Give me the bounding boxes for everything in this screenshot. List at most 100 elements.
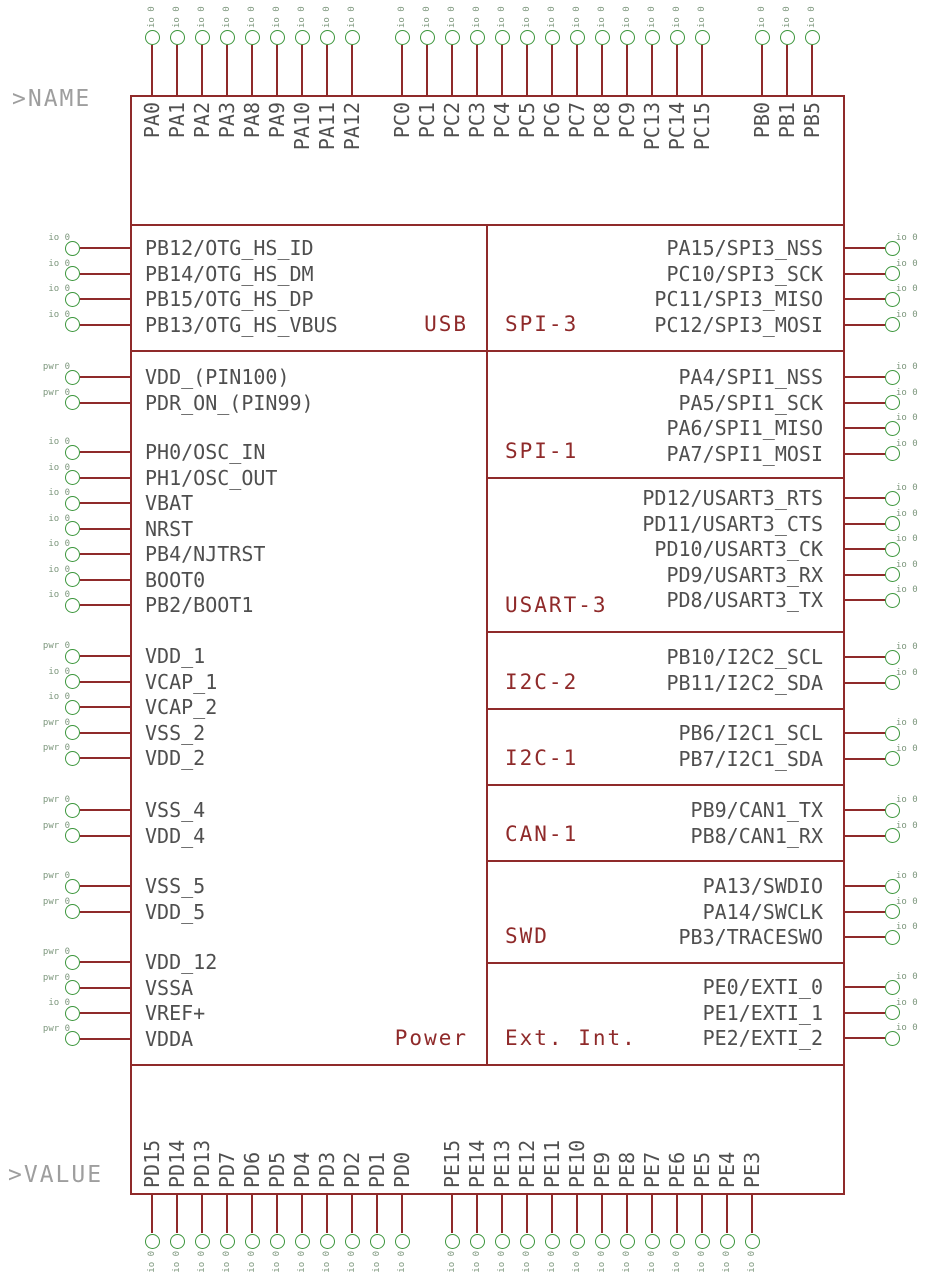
pin-name-pb15-otg-hs-dp: PB15/OTG_HS_DP — [145, 287, 314, 311]
pin-endpoint-circle — [64, 444, 80, 460]
pin-meta-label: io 0 — [896, 718, 918, 728]
pin-name-pb6-i2c1-scl: PB6/I2C1_SCL — [678, 721, 824, 745]
pin-meta-label: io 0 — [781, 6, 792, 28]
pin-endpoint-circle — [694, 29, 710, 45]
pin-meta-label: io 0 — [896, 387, 918, 398]
pin-meta-label: io 0 — [546, 6, 557, 28]
pin-name-pc8: PC8 — [590, 102, 614, 139]
pin-wire — [80, 706, 130, 708]
pin-meta-label: io 0 — [896, 795, 918, 805]
pin-meta-label: io 0 — [296, 6, 307, 28]
pin-wire — [845, 757, 885, 760]
pin-endpoint-circle — [885, 395, 900, 410]
pin-name-pd2: PD2 — [340, 1151, 364, 1188]
pin-name-pb8-can1-rx: PB8/CAN1_RX — [690, 823, 823, 848]
pin-wire — [845, 272, 885, 275]
pin-endpoint-circle — [885, 490, 900, 506]
pin-meta-label: io 0 — [171, 1251, 182, 1273]
pin-name-pe0-exti-0: PE0/EXTI_0 — [702, 975, 823, 999]
pin-name-boot0: BOOT0 — [145, 567, 206, 592]
pin-wire — [80, 247, 130, 249]
pin-meta-label: pwr 0 — [42, 972, 70, 983]
pin-wire — [251, 45, 253, 95]
pin-wire — [80, 1012, 130, 1014]
pin-meta-label: io 0 — [896, 362, 918, 372]
pin-endpoint-circle — [885, 420, 900, 436]
pin-name-pd7: PD7 — [215, 1151, 239, 1188]
pin-wire — [676, 1195, 678, 1233]
pin-endpoint-circle — [194, 29, 210, 45]
pin-wire — [426, 45, 428, 95]
pin-endpoint-circle — [519, 29, 535, 45]
pin-endpoint-circle — [344, 29, 360, 45]
pin-meta-label: io 0 — [48, 692, 70, 702]
pin-name-pe15: PE15 — [440, 1139, 464, 1188]
pin-wire — [701, 1195, 703, 1233]
pin-endpoint-circle — [64, 750, 80, 766]
pin-endpoint-circle — [64, 369, 80, 385]
pin-endpoint-circle — [885, 446, 900, 461]
pin-endpoint-circle — [885, 541, 900, 557]
pin-endpoint-circle — [885, 567, 900, 582]
pin-endpoint-circle — [64, 240, 80, 256]
pin-wire — [80, 731, 130, 734]
pin-name-pe12: PE12 — [515, 1139, 539, 1188]
pin-meta-label: io 0 — [171, 6, 182, 28]
section-divider — [487, 708, 845, 710]
pin-name-pa3: PA3 — [215, 102, 239, 139]
pin-meta-label: io 0 — [621, 6, 632, 28]
pin-wire — [80, 986, 130, 989]
pin-wire — [761, 45, 763, 95]
pin-endpoint-circle — [885, 904, 900, 919]
pin-wire — [376, 1195, 378, 1233]
pin-endpoint-circle — [669, 29, 685, 45]
pin-meta-label: io 0 — [896, 1023, 918, 1033]
pin-endpoint-circle — [644, 29, 660, 45]
pin-wire — [176, 45, 178, 95]
pin-meta-label: io 0 — [48, 309, 70, 320]
pin-wire — [845, 247, 885, 249]
pin-name-pb7-i2c1-sda: PB7/I2C1_SDA — [678, 746, 824, 771]
pin-meta-label: io 0 — [48, 539, 70, 549]
pin-meta-label: io 0 — [896, 534, 918, 544]
pin-endpoint-circle — [494, 29, 510, 45]
pin-meta-label: io 0 — [496, 6, 507, 28]
pin-wire — [451, 45, 453, 95]
pin-wire — [845, 298, 885, 300]
pin-meta-label: pwr 0 — [42, 795, 70, 805]
pin-wire — [526, 1195, 528, 1233]
pin-endpoint-circle — [64, 546, 80, 562]
pin-wire — [845, 732, 885, 734]
pin-name-pc0: PC0 — [390, 102, 414, 139]
pin-endpoint-circle — [544, 29, 560, 45]
pin-meta-label: io 0 — [446, 1251, 457, 1273]
pin-endpoint-circle — [64, 395, 80, 410]
pin-endpoint-circle — [885, 266, 900, 281]
pin-wire — [651, 45, 653, 95]
pin-meta-label: pwr 0 — [42, 387, 70, 398]
pin-wire — [476, 45, 478, 95]
pin-endpoint-circle — [64, 878, 80, 894]
pin-wire — [845, 401, 885, 404]
pin-endpoint-circle — [694, 1233, 710, 1249]
pin-meta-label: io 0 — [896, 997, 918, 1008]
pin-meta-label: io 0 — [346, 1251, 357, 1273]
pin-endpoint-circle — [569, 29, 585, 45]
pin-name-pe6: PE6 — [665, 1151, 689, 1188]
pin-meta-label: io 0 — [546, 1251, 557, 1273]
pin-endpoint-circle — [244, 1233, 260, 1249]
pin-meta-label: io 0 — [896, 233, 918, 243]
pin-name-pa12: PA12 — [340, 102, 364, 151]
pin-wire — [151, 1195, 153, 1233]
pin-endpoint-circle — [269, 1233, 285, 1249]
pin-meta-label: io 0 — [446, 6, 457, 28]
pin-wire — [845, 376, 885, 378]
pin-endpoint-circle — [144, 1233, 160, 1249]
pin-meta-label: io 0 — [271, 1251, 282, 1273]
pin-meta-label: io 0 — [421, 6, 432, 28]
pin-endpoint-circle — [754, 29, 770, 45]
pin-meta-label: io 0 — [896, 258, 918, 269]
pin-meta-label: io 0 — [571, 6, 582, 28]
pin-meta-label: pwr 0 — [42, 717, 70, 728]
pin-endpoint-circle — [64, 674, 80, 689]
